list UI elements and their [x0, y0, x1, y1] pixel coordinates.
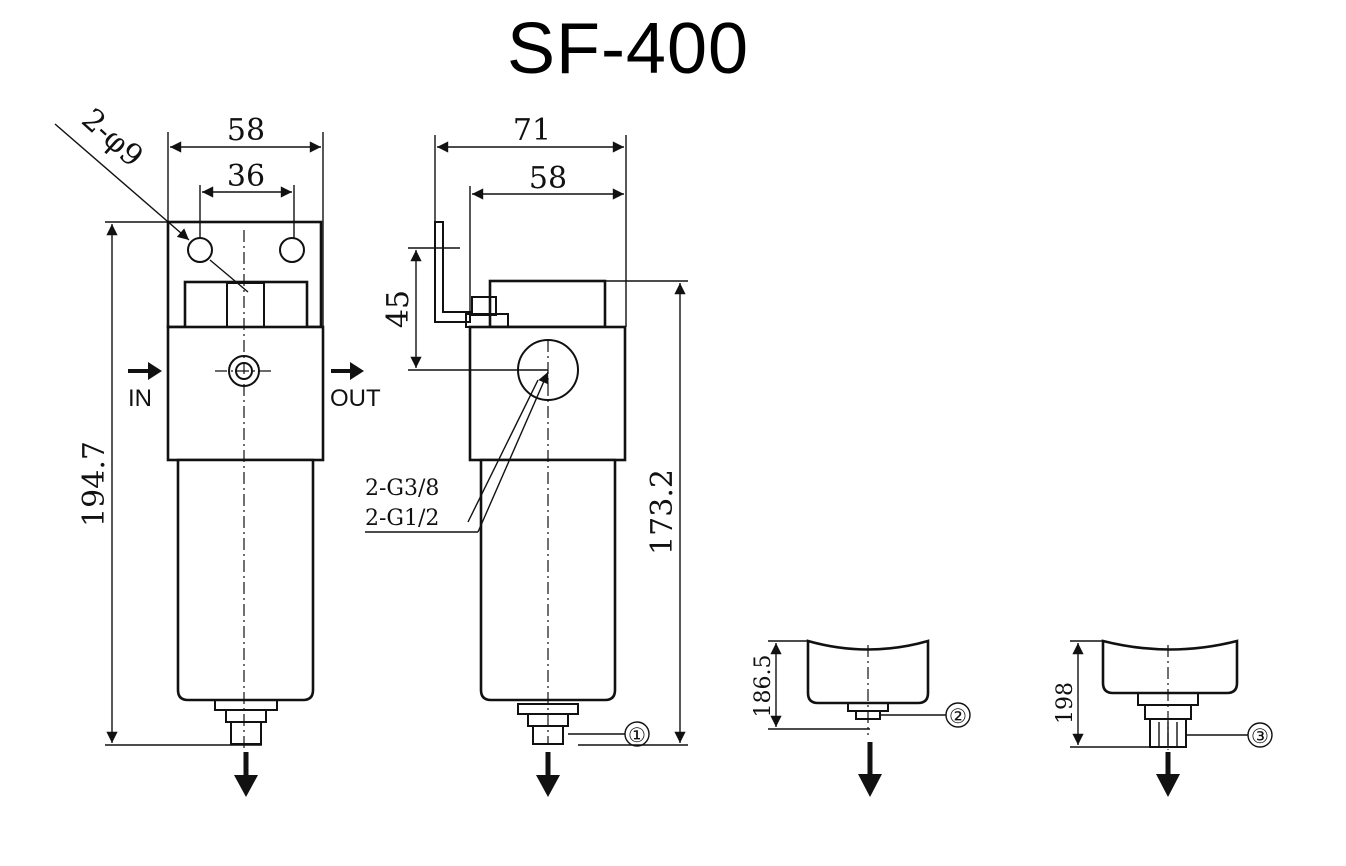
- side-bowl: [479, 458, 617, 702]
- in-label: IN: [128, 385, 152, 412]
- out-arrow-head: [350, 362, 364, 380]
- front-width-outer-label: 58: [227, 113, 265, 148]
- side-l-bracket: [434, 221, 471, 323]
- marker-2-circle: [945, 702, 971, 728]
- variant-2-arrow-head: [858, 774, 882, 797]
- page-title: SF-400: [506, 9, 750, 89]
- port-a-label: 2-G3/8: [365, 476, 439, 501]
- variant-3-view: 198 ③: [1053, 639, 1273, 797]
- marker-1-label: ①: [628, 725, 646, 747]
- port-b-label: 2-G1/2: [365, 506, 439, 531]
- front-drain-tip: [230, 721, 262, 745]
- holes-label: 2-φ9: [75, 102, 150, 174]
- variant-3-bowl-bottom: [1101, 639, 1239, 695]
- marker-3-circle: [1247, 722, 1273, 748]
- marker-3-label: ③: [1251, 726, 1269, 748]
- front-bonnet: [183, 280, 309, 330]
- marker-2-label: ②: [949, 706, 967, 728]
- port-leader-b: [467, 379, 539, 523]
- out-label: OUT: [330, 385, 381, 412]
- side-drain-arrow-head: [536, 775, 560, 797]
- front-drain-body: [225, 709, 267, 723]
- front-head-block: [166, 325, 325, 462]
- variant-3-arrow-head: [1156, 774, 1180, 797]
- in-arrow-head: [148, 362, 162, 380]
- side-width-outer-label: 71: [513, 113, 551, 148]
- front-view: IN OUT 58 36 2-φ9 194.7: [54, 102, 381, 797]
- variant-2-height-label: 186.5: [751, 655, 776, 718]
- side-width-body-label: 58: [529, 161, 567, 196]
- variant-2-view: 186.5 ②: [751, 639, 971, 797]
- variant-3-height-label: 198: [1053, 682, 1078, 724]
- front-drain-nut: [214, 699, 278, 711]
- front-height-label: 194.7: [77, 441, 112, 527]
- bracket-height-label: 45: [381, 290, 416, 328]
- front-drain-arrow-head: [234, 775, 258, 797]
- port-leader-a: [477, 371, 549, 533]
- side-view: ① 71 58 45 173.2 2-G3/8 2-G1/2: [365, 113, 688, 797]
- holes-leader: [54, 123, 190, 241]
- marker-1-circle: [624, 721, 650, 747]
- front-bowl: [176, 458, 315, 702]
- front-mount-hole-right: [279, 237, 305, 263]
- side-height-label: 173.2: [645, 469, 680, 555]
- holes-leader-tail: [209, 259, 249, 293]
- front-width-holes-label: 36: [227, 159, 265, 194]
